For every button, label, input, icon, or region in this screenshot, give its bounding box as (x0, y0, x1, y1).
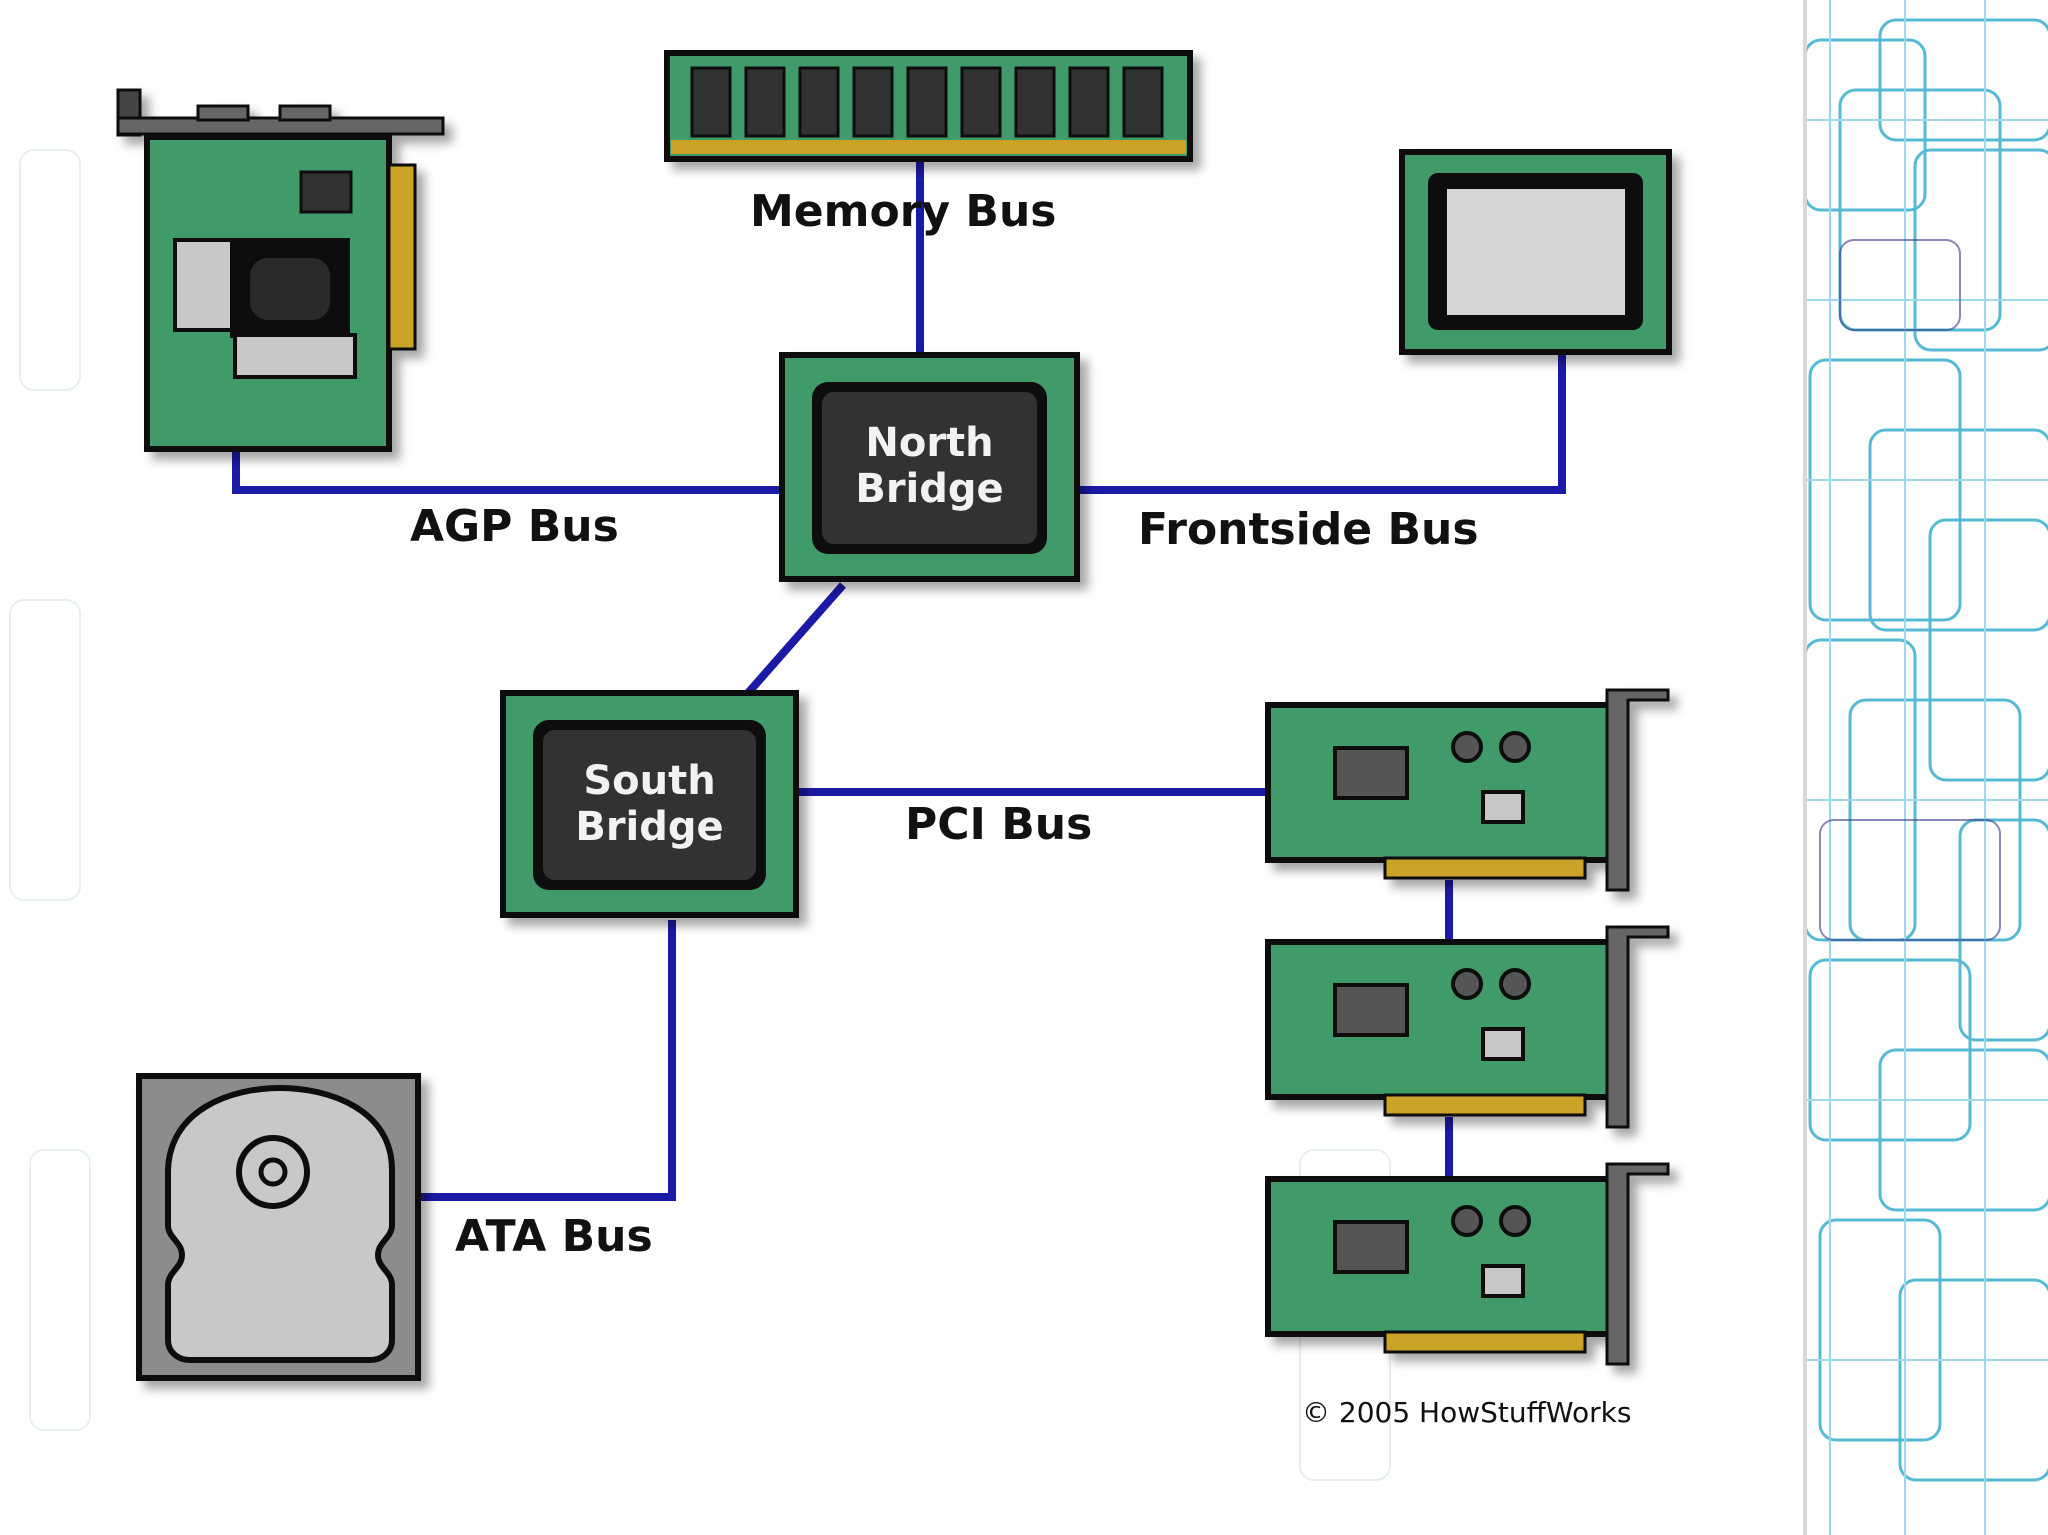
south-bridge-label-line2: Bridge (575, 804, 724, 850)
north-bridge-chip-icon (779, 352, 1080, 582)
cpu-icon (1399, 149, 1672, 355)
frontside-bus-line (1074, 354, 1566, 494)
pci-card-icon (1265, 1162, 1670, 1366)
south-bridge-label-line1: South (583, 758, 716, 804)
hard-drive-icon (136, 1073, 421, 1381)
memory-module-icon (664, 50, 1193, 162)
memory-bus-label: Memory Bus (750, 186, 1057, 237)
north-bridge-label: North Bridge (822, 420, 1037, 512)
circuit-decoration (1803, 0, 2048, 1535)
nb-sb-link-line (744, 582, 847, 696)
copyright-text: © 2005 HowStuffWorks (1302, 1396, 1632, 1429)
ata-bus-line (420, 920, 676, 1201)
agp-bus-line (232, 448, 784, 494)
north-bridge-label-line2: Bridge (855, 466, 1004, 512)
bus-lines (232, 160, 1566, 1201)
south-bridge-chip-icon (500, 690, 799, 918)
north-bridge-label-line1: North (865, 420, 994, 466)
pci-card-icon (1265, 925, 1670, 1129)
pci-bus-label: PCI Bus (905, 799, 1093, 850)
frontside-bus-label: Frontside Bus (1138, 504, 1479, 555)
pci-card-icon (1265, 688, 1670, 892)
agp-bus-label: AGP Bus (410, 501, 619, 552)
south-bridge-label: South Bridge (543, 758, 756, 850)
ata-bus-label: ATA Bus (455, 1211, 653, 1262)
agp-card-icon (116, 88, 445, 452)
